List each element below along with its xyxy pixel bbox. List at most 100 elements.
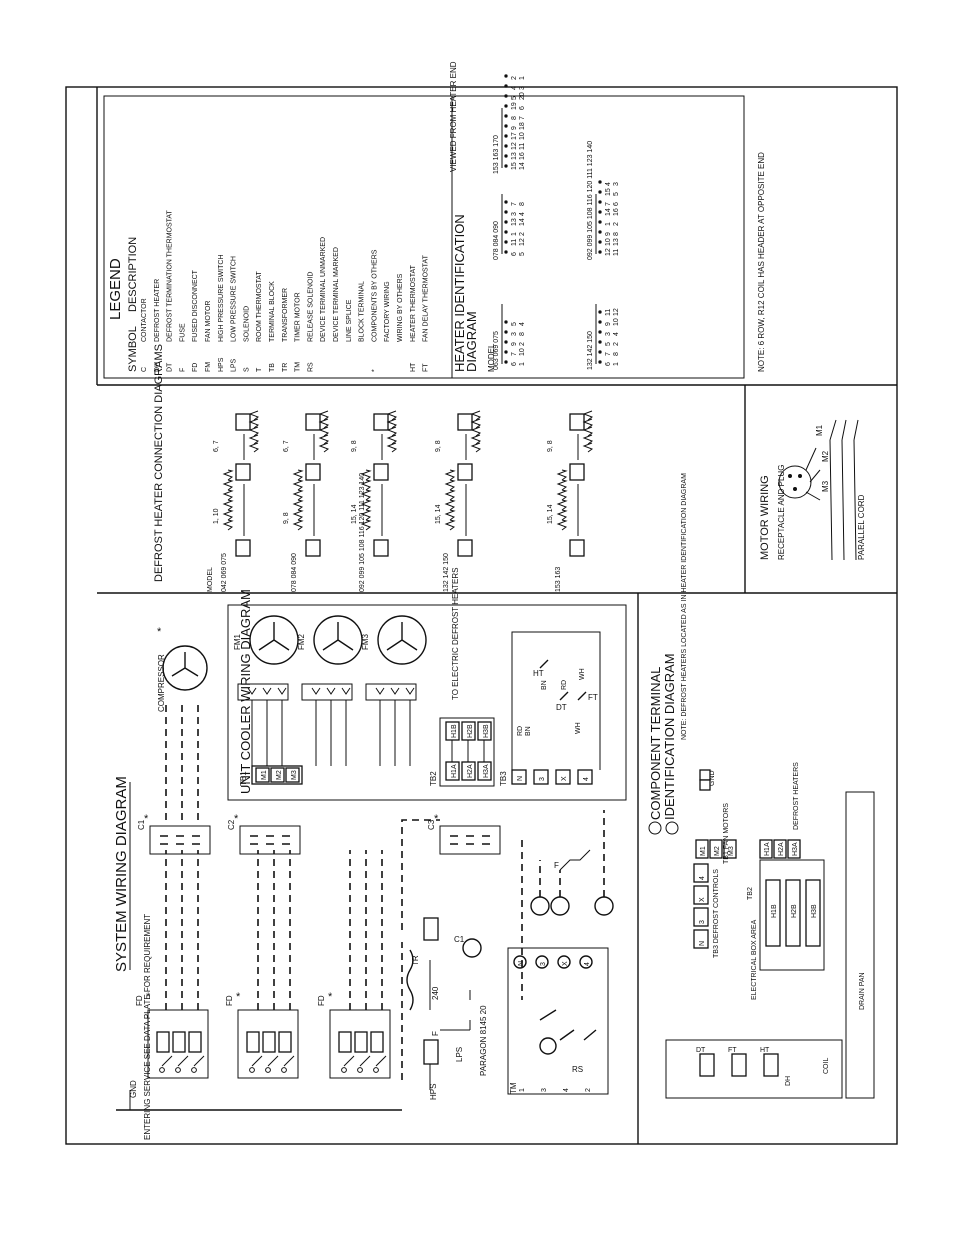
fan-motors-label: TB1 FAN MOTORS	[723, 803, 730, 864]
timer-label: TM	[509, 1082, 518, 1094]
comp-tb3-terminal	[693, 907, 709, 927]
contactor-star: *	[234, 813, 239, 825]
motor-title: MOTOR WIRING	[759, 475, 771, 560]
tb3-terminal-label: N	[517, 776, 524, 781]
heater-pin	[504, 154, 508, 158]
component-title-1: COMPONENT TERMINAL	[648, 667, 663, 820]
legend-symbol: HT	[410, 362, 417, 372]
fan-motor-label: FM1	[233, 633, 242, 650]
heater-pin	[504, 330, 508, 334]
fd-fuse	[262, 1031, 276, 1053]
heater-pin	[598, 360, 602, 364]
heater-number: 2	[519, 232, 526, 236]
heater-pin	[504, 84, 508, 88]
timer-contact-number: 3	[541, 1088, 548, 1092]
transformer-coil	[406, 949, 414, 1011]
c1-coil-label: C1	[454, 935, 465, 944]
fused-disconnect	[237, 1009, 299, 1079]
heater-number: 12	[511, 142, 518, 150]
defrost-right-pair: 9, 8	[351, 440, 358, 452]
heater-number: 12	[605, 248, 612, 256]
comp-tb3-label: X	[699, 897, 706, 902]
comp-tb3-label: TB3 DEFROST CONTROLS	[713, 869, 720, 958]
heater-number: 4	[519, 322, 526, 326]
legend-description: WIRING BY OTHERS	[397, 273, 404, 342]
heater-number: 9	[511, 342, 518, 346]
heater-number: 11	[605, 309, 612, 316]
contactor-label: C1	[137, 819, 146, 830]
heater-number: 6	[511, 252, 518, 256]
legend-symbol: HPS	[218, 357, 225, 372]
paragon-label: PARAGON 8145 20	[479, 1005, 488, 1076]
motor-parallel-label: PARALLEL CORD	[857, 494, 866, 560]
legend-symbol: FM	[205, 362, 212, 372]
heater-number: 14	[519, 162, 526, 170]
heater-number: 5	[511, 322, 518, 326]
heater-id-viewed: VIEWED FROM HEATER END	[449, 61, 458, 172]
heater-pin	[504, 94, 508, 98]
hps-label: HPS	[429, 1084, 438, 1100]
heater-number: 13	[511, 152, 518, 160]
gnd-label: GND	[129, 1080, 138, 1098]
legend-symbol: TR	[282, 363, 289, 372]
comp-tb3-label: 3	[699, 920, 706, 924]
comp-tb1-terminal	[723, 839, 737, 859]
h1b-terminal	[457, 539, 473, 557]
h1b-terminal	[569, 539, 585, 557]
comp-ft-box	[731, 1053, 747, 1077]
legend-title: LEGEND	[107, 258, 124, 320]
fan-plug	[237, 683, 289, 701]
heater-number: 9	[605, 322, 612, 326]
heater-number: 6	[511, 362, 518, 366]
timer-box	[507, 947, 609, 1095]
comp-tb1-label: M3	[728, 846, 735, 856]
comp-coil: COIL	[823, 1058, 830, 1074]
heater-pin	[504, 144, 508, 148]
fan-icon-1	[648, 821, 662, 835]
legend-description: DEVICE TERMINAL UNMARKED	[320, 237, 327, 342]
contactor-label: C3	[427, 819, 436, 830]
parallel-cord	[829, 439, 857, 561]
legend-description: RELEASE SOLENOID	[307, 272, 314, 342]
comp-heater-label: H3B	[811, 904, 818, 918]
tb3-label: TB3	[499, 771, 508, 786]
h3b-terminal	[305, 413, 321, 431]
heater-pin	[598, 310, 602, 314]
heater-pin	[504, 230, 508, 234]
fan-motor-label: FM3	[361, 633, 370, 650]
heater-group-models: 063 069 075	[493, 331, 500, 370]
comp-electrical-label: ELECTRICAL BOX AREA	[751, 919, 758, 1000]
tb2-out-label: H3B	[483, 724, 490, 738]
heater-number: 11	[519, 143, 526, 150]
legend-description: HEATER THERMOSTAT	[410, 264, 417, 342]
tb1-terminal	[285, 767, 300, 783]
tb2-terminal-label: H1A	[451, 764, 458, 778]
fd-label: FD	[225, 995, 234, 1006]
h2b-terminal	[373, 463, 389, 481]
system-wiring-panel: SYSTEM WIRING DIAGRAM ENTERING SERVICE S…	[113, 568, 627, 1140]
component-title-2: IDENTIFICATION DIAGRAM	[662, 653, 677, 820]
heater-number: 3	[511, 332, 518, 336]
comp-dt-box	[699, 1053, 715, 1077]
heater-number: 2	[519, 342, 526, 346]
lps-label: LPS	[455, 1047, 464, 1062]
transformer-label: TR	[411, 955, 420, 966]
comp-heater-slot	[765, 879, 781, 947]
heater-number: 10	[519, 132, 526, 140]
h2b-terminal	[457, 463, 473, 481]
tb1-terminal	[270, 767, 285, 783]
heater-number: 6	[605, 362, 612, 366]
compressor-star: *	[157, 626, 162, 638]
heater-number: 15	[511, 162, 518, 170]
heater-number: 2	[613, 342, 620, 346]
tb3-terminal-label: X	[561, 776, 568, 781]
solenoid-s-right	[550, 896, 570, 916]
legend-symbol: TM	[295, 362, 302, 372]
legend-symbol: FD	[192, 363, 199, 372]
heater-group-models: 153 163 170	[493, 135, 500, 174]
legend-description: FUSED DISCONNECT	[192, 269, 199, 342]
h2b-terminal	[569, 463, 585, 481]
